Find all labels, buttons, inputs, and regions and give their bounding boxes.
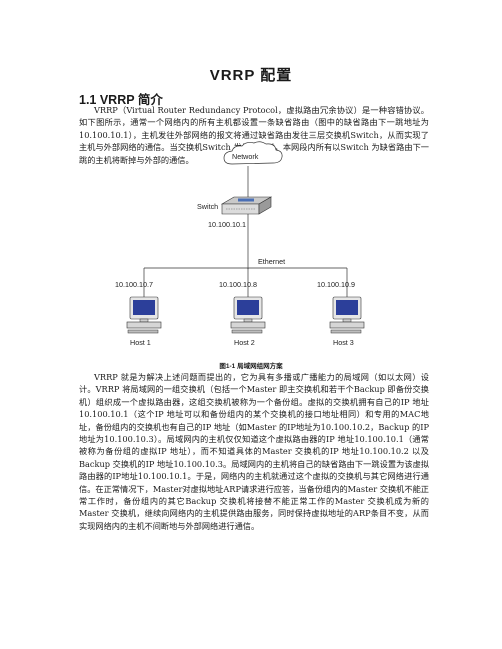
figure-caption: 图1-1 局域网组网方案 [0,360,502,370]
switch-label: Switch [197,202,218,211]
network-diagram: Network Switch 10.100.10.1 Ethernet 10.1… [0,0,502,360]
ethernet-label: Ethernet [258,257,285,266]
host3-name: Host 3 [333,338,354,347]
network-label: Network [232,152,259,161]
computer-icon [330,297,364,333]
host1-ip: 10.100.10.7 [115,280,153,289]
host1-name: Host 1 [130,338,151,347]
computer-icon [231,297,265,333]
switch-icon [222,197,271,214]
host2-name: Host 2 [234,338,255,347]
host3-ip: 10.100.10.9 [317,280,355,289]
paragraph-vrrp-detail: VRRP 就是为解决上述问题而提出的，它为具有多播或广播能力的局域网（如以太网）… [79,371,429,532]
switch-ip: 10.100.10.1 [208,220,246,229]
host2-ip: 10.100.10.8 [219,280,257,289]
computer-icon [127,297,161,333]
